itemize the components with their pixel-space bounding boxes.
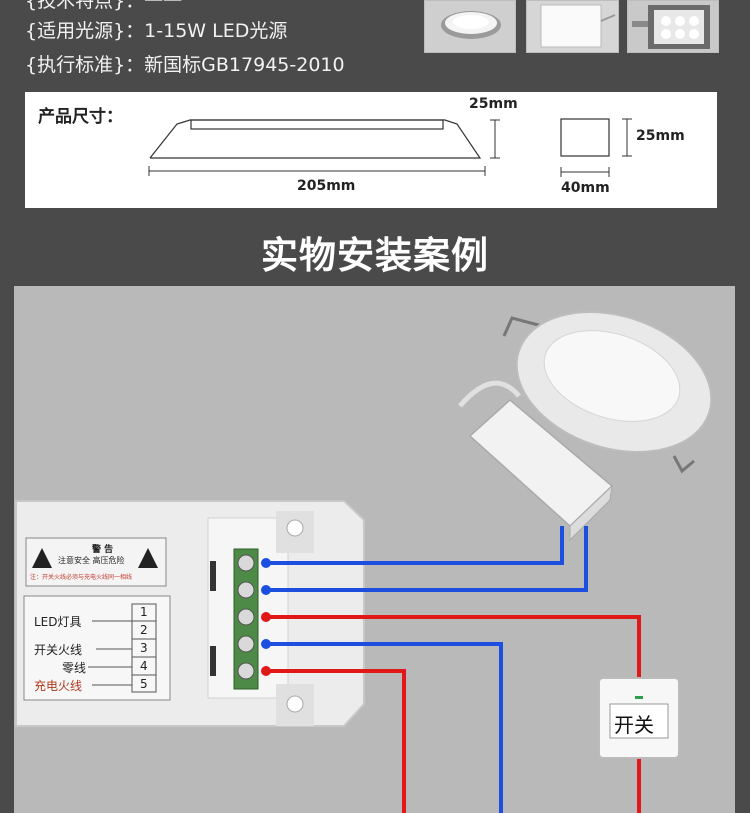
terminal-label-1: LED灯具 [34, 615, 82, 629]
spec-line-partial: {技术特点}：一一 [25, 0, 183, 12]
product-size-panel: 产品尺寸： 25mm 205mm 25mm 40mm [25, 92, 717, 208]
warning-subtitle: 注意安全 高压危险 [58, 556, 125, 565]
wall-switch [598, 677, 680, 759]
terminal-num-1: 1 [140, 605, 148, 619]
product-size-label: 产品尺寸： [38, 107, 123, 127]
thumb-panel-light[interactable] [526, 0, 619, 53]
downlight-fixture [458, 311, 713, 542]
dim-length: 205mm [297, 178, 356, 194]
spec-line-light-source: {适用光源}：1-15W LED光源 [25, 20, 288, 42]
flood-light-image [628, 1, 718, 52]
terminal-label-5: 充电火线 [34, 679, 83, 693]
dim-width: 40mm [561, 180, 610, 196]
section-title: 实物安装案例 [261, 234, 489, 277]
thumb-downlight[interactable] [424, 0, 516, 53]
terminal-label-3: 开关火线 [34, 643, 83, 657]
terminal-num-5: 5 [140, 677, 148, 691]
terminal-num-4: 4 [140, 659, 148, 673]
downlight-image [425, 1, 515, 52]
warning-title: 警 告 [92, 545, 114, 555]
terminal-label-4: 零线 [62, 661, 87, 675]
installation-diagram: 警 告 注意安全 高压危险 注：开关火线必须与充电火线同一相线 LED灯具 开关… [14, 286, 735, 813]
dim-height-2: 25mm [636, 128, 685, 144]
warning-note: 注：开关火线必须与充电火线同一相线 [30, 574, 133, 581]
wires [261, 526, 641, 813]
terminal-num-2: 2 [140, 623, 148, 637]
dim-height-1: 25mm [469, 96, 518, 112]
dimension-drawing [148, 118, 632, 177]
wiring-illustration [15, 311, 713, 813]
terminal-num-3: 3 [140, 641, 148, 655]
spec-line-standard: {执行标准}：新国标GB17945-2010 [25, 54, 345, 76]
thumb-flood-light[interactable] [627, 0, 719, 53]
switch-label: 开关 [614, 713, 654, 737]
panel-light-image [527, 1, 618, 52]
